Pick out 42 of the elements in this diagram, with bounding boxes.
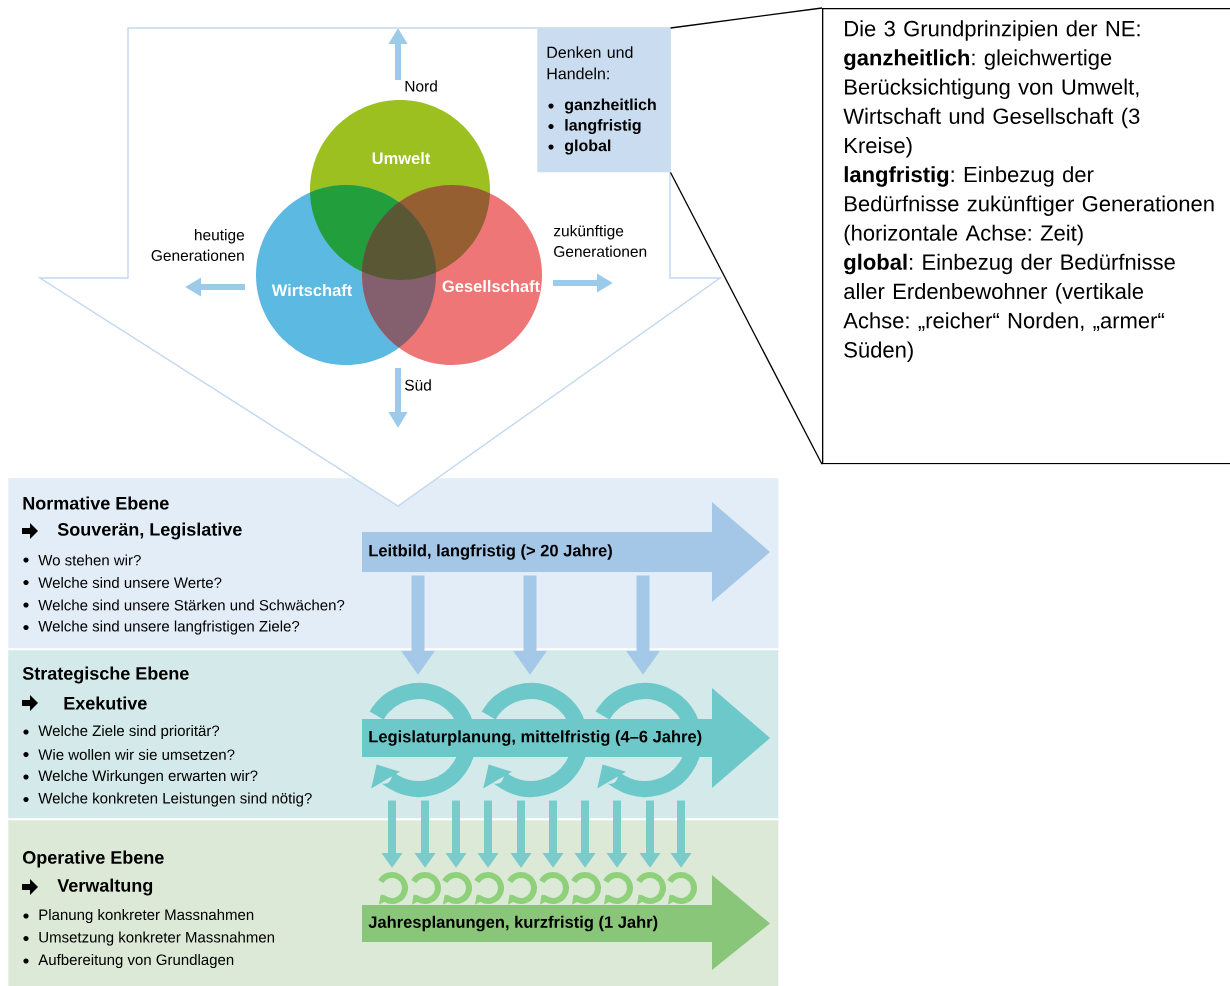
timeline-arrow	[362, 683, 770, 797]
box-heading: Denken und Handeln:	[547, 46, 633, 80]
callout-text: langfristig: Einbezug der Bedürfnisse zukünftiger Generationen (horizontale Achse: Zeit)	[844, 166, 1214, 246]
bullet-text: Welche Ziele sind prioritär?	[38, 725, 220, 739]
callout-text: Die 3 Grundprinzipien der NE:	[845, 20, 1140, 41]
bullet-text: Welche sind unsere Werte?	[38, 577, 222, 588]
band-subheading: Exekutive	[64, 696, 147, 710]
arrow-text: Legislaturplanung, mittelfristig (4–6 Jahre)	[369, 730, 702, 746]
band-subheading: Verwaltung	[57, 878, 153, 896]
axis-label: Süd	[405, 379, 431, 391]
axis-label: zukünftige Generationen	[553, 225, 647, 257]
leader-line	[669, 7, 823, 29]
axis-label: Nord	[405, 80, 437, 92]
bullet-text: langfristig	[565, 119, 641, 134]
circle-label: Wirtschaft	[271, 283, 353, 297]
bullet-text: Wo stehen wir?	[38, 554, 141, 566]
timeline-arrow	[362, 502, 770, 602]
band-heading: Strategische Ebene	[22, 666, 189, 684]
bullet-text: ganzheitlich	[564, 98, 656, 114]
principles-box	[537, 28, 671, 173]
arrow-text: Jahresplanungen, kurzfristig (1 Jahr)	[368, 915, 658, 932]
arrow-text: Leitbild, langfristig (> 20 Jahre)	[369, 544, 612, 560]
bullet-text: Umsetzung konkreter Massnahmen	[39, 931, 274, 946]
bullet-text: Aufbereitung von Grundlagen	[38, 954, 234, 968]
axis-label: heutige Generationen	[151, 229, 245, 261]
callout-box	[822, 8, 1230, 465]
bullet-text: Wie wollen wir sie umsetzen?	[38, 749, 235, 760]
band-subheading: Souverän, Legislative	[57, 522, 242, 540]
timeline-arrow	[362, 872, 770, 970]
bullet-text: Welche sind unsere Stärken und Schwächen?	[38, 599, 345, 611]
circle-label: Umwelt	[372, 151, 431, 165]
circle-label: Gesellschaft	[442, 279, 540, 293]
leader-line	[669, 171, 823, 465]
bullet-text: Welche konkreten Leistungen sind nötig?	[38, 792, 312, 807]
bullet-text: Welche Wirkungen erwarten wir?	[38, 770, 258, 784]
band-heading: Operative Ebene	[23, 850, 164, 868]
bullet-text: Welche sind unsere langfristigen Ziele?	[38, 620, 300, 635]
bullet-text: Planung konkreter Massnahmen	[39, 909, 254, 923]
callout-text: global: Einbezug der Bedürfnisse aller Erdenbewohner (vertikale Achse: „reicher“ Norden, „armer“ Süden)	[843, 253, 1175, 362]
bullet-text: global	[564, 139, 611, 155]
band-heading: Normative Ebene	[23, 496, 169, 510]
callout-text: ganzheitlich: gleichwertige Berücksichtigung von Umwelt, Wirtschaft und Gesellschaft (3 Kreise)	[843, 49, 1140, 158]
